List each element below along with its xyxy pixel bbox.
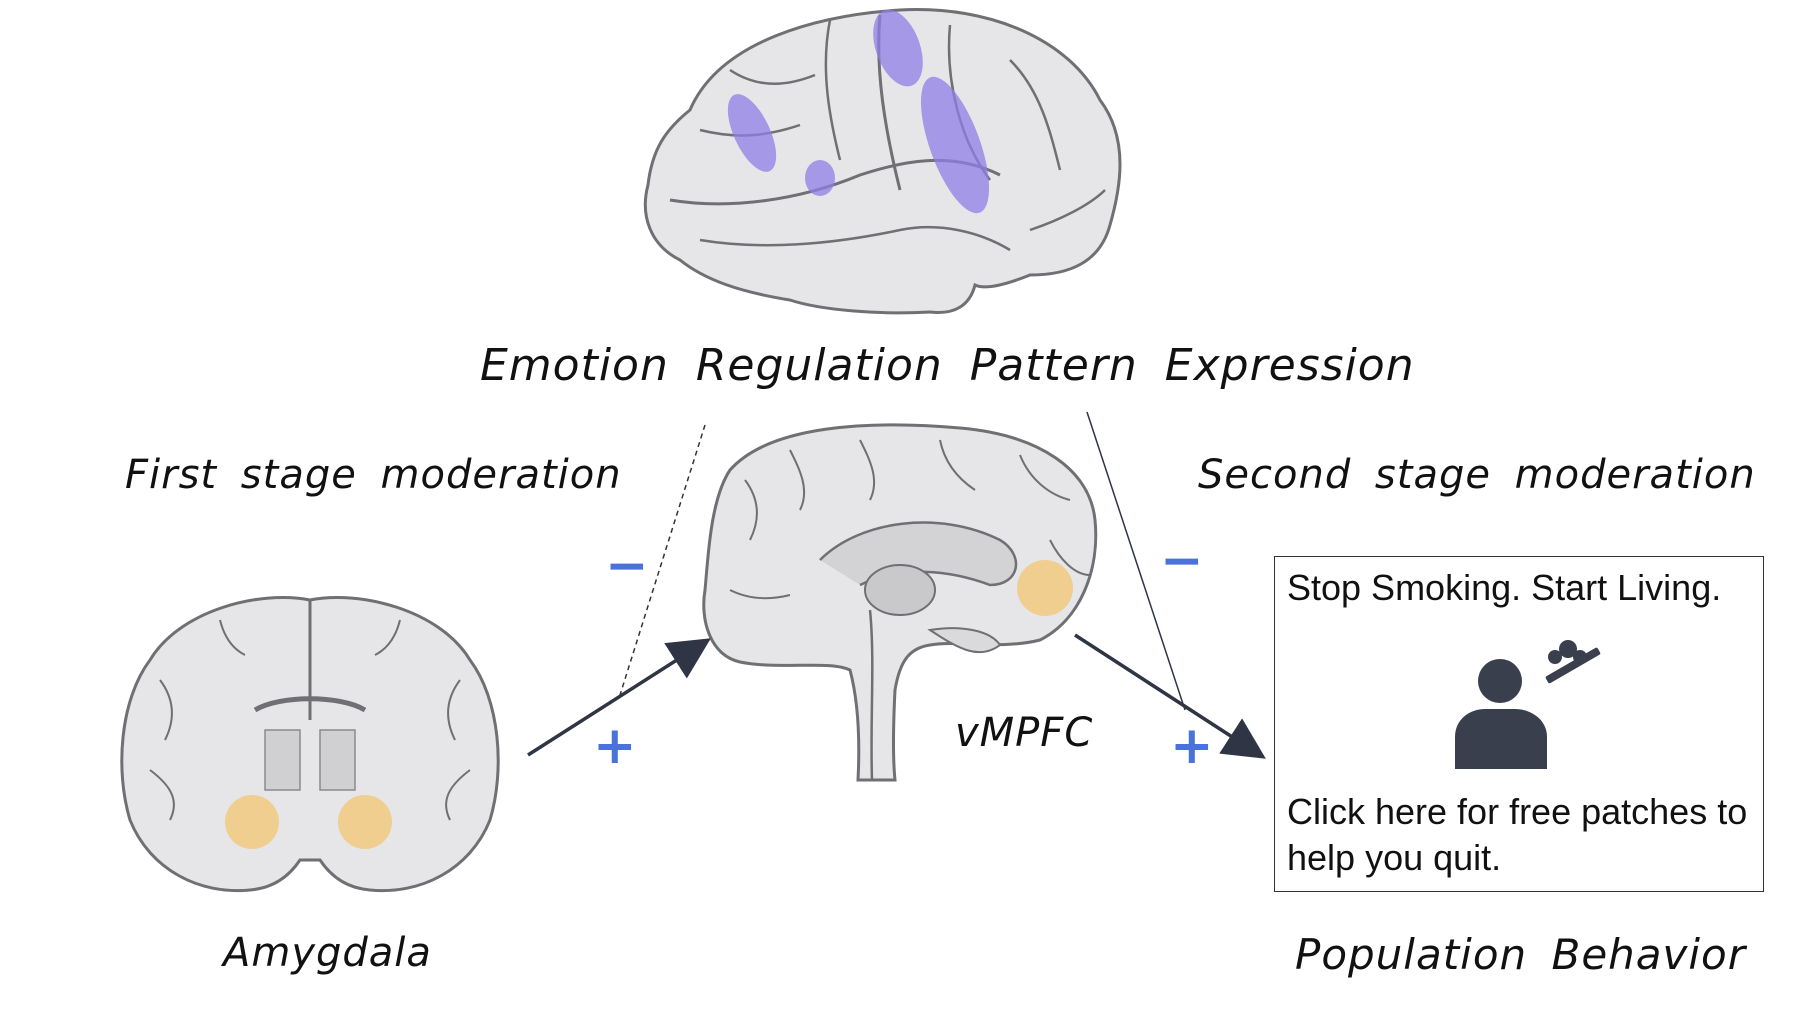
second-stage-label: Second stage moderation	[1198, 452, 1756, 498]
minus-sign-right: −	[1160, 531, 1204, 591]
plus-sign-right: +	[1170, 716, 1214, 776]
plus-sign-left: +	[593, 716, 637, 776]
cerebellum	[927, 627, 1002, 654]
corpus-callosum	[819, 521, 1018, 587]
anti-smoking-ad[interactable]: Stop Smoking. Start Living. Click here f…	[1274, 556, 1764, 892]
vmpfc-highlight	[1017, 560, 1073, 616]
activation-blob	[727, 94, 777, 172]
population-behavior-label: Population Behavior	[1295, 930, 1747, 979]
activation-blob	[873, 9, 923, 87]
person-smoking-icon	[1455, 640, 1601, 769]
medial-brain-illustration	[702, 423, 1098, 782]
diagram-title: Emotion Regulation Pattern Expression	[480, 340, 1415, 391]
activation-blob	[920, 76, 990, 214]
amygdala-highlight-right	[338, 795, 392, 849]
coronal-brain-illustration	[120, 596, 500, 893]
brainstem	[868, 609, 874, 781]
minus-sign-left: −	[605, 536, 649, 596]
coronal-brain-outline	[120, 596, 500, 893]
amygdala-label: Amygdala	[223, 930, 432, 976]
vmpfc-to-behavior-arrow	[1074, 633, 1266, 759]
lateral-brain-illustration	[643, 8, 1122, 315]
amygdala-to-vmpfc-arrow	[527, 638, 711, 757]
thalamus	[864, 564, 936, 616]
amygdala-highlight-left	[225, 795, 279, 849]
corpus-callosum-coronal	[253, 696, 367, 713]
second-stage-moderation-line	[1086, 411, 1186, 711]
first-stage-moderation-line	[619, 424, 706, 696]
ad-call-to-action[interactable]: Click here for free patches to help you …	[1287, 791, 1748, 878]
activation-blob	[805, 160, 835, 196]
ad-headline: Stop Smoking. Start Living.	[1287, 567, 1722, 608]
lateral-brain-outline	[643, 8, 1122, 315]
first-stage-label: First stage moderation	[125, 452, 622, 498]
vmpfc-label: vMPFC	[955, 710, 1094, 756]
